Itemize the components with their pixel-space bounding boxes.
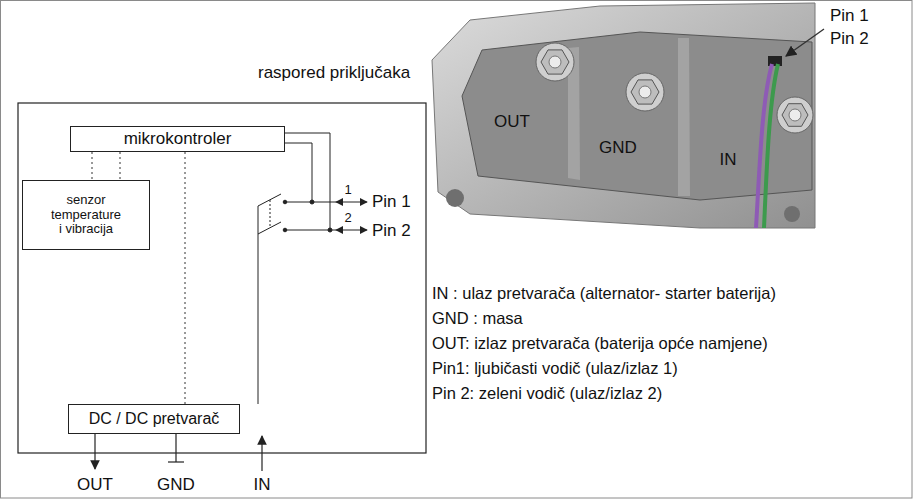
pin-pointer bbox=[786, 29, 824, 56]
connector-photo bbox=[432, 3, 815, 228]
connector-photo bbox=[789, 109, 801, 121]
pin-line bbox=[336, 202, 367, 203]
label-holder: IN : ulaz pretvarača (alternator- starte… bbox=[432, 284, 776, 303]
label-holder: GND bbox=[157, 475, 195, 495]
signal-line bbox=[185, 152, 186, 404]
section-heading: raspored priključaka bbox=[258, 63, 410, 83]
terminal-label: IN bbox=[720, 150, 737, 170]
power-terminal bbox=[175, 434, 176, 462]
pin-line bbox=[285, 202, 336, 203]
power-terminal bbox=[168, 461, 184, 462]
label-holder: 2 bbox=[344, 211, 351, 226]
signal-line bbox=[92, 152, 93, 180]
terminal-label: IN bbox=[254, 475, 271, 495]
power-terminal bbox=[94, 434, 95, 469]
switch-symbol bbox=[258, 206, 259, 404]
pin-pointer bbox=[786, 29, 824, 56]
pin-label: Pin 2 bbox=[830, 29, 869, 49]
pin-label: Pin 1 bbox=[372, 192, 411, 212]
device-housing bbox=[18, 103, 426, 453]
terminal-label: OUT bbox=[77, 475, 113, 495]
label-holder: raspored priključaka bbox=[258, 63, 410, 83]
signal-line bbox=[120, 152, 121, 180]
label-holder: Pin 2 bbox=[372, 221, 411, 241]
pin-line bbox=[285, 202, 367, 230]
label-holder: Pin1: ljubičasti vodič (ulaz/izlaz 1) bbox=[432, 359, 678, 378]
pin-label: Pin 1 bbox=[830, 6, 869, 26]
node-text: DC / DC pretvarač bbox=[89, 410, 220, 428]
connector-photo bbox=[639, 86, 651, 98]
pin-line bbox=[336, 230, 367, 231]
label-holder: OUT: izlaz pretvarača (baterija opće nam… bbox=[432, 334, 768, 353]
wire-number: 1 bbox=[344, 183, 351, 198]
label-holder: IN bbox=[720, 150, 737, 170]
power-terminal bbox=[95, 434, 262, 471]
switch-symbol bbox=[270, 200, 271, 228]
node-text: senzor temperature i vibracija bbox=[49, 193, 123, 238]
label-holder: OUT bbox=[77, 475, 113, 495]
label-holder: GND bbox=[599, 138, 637, 158]
terminal-label: GND bbox=[599, 138, 637, 158]
device-housing bbox=[18, 103, 426, 453]
connector-photo bbox=[536, 43, 574, 81]
switch-symbol bbox=[258, 194, 287, 404]
pin-line bbox=[285, 230, 336, 231]
converter-box: DC / DC pretvarač bbox=[68, 404, 240, 434]
connector-photo bbox=[764, 64, 778, 228]
label-holder: IN bbox=[254, 475, 271, 495]
node-text: mikrokontroler bbox=[124, 129, 232, 149]
connector-photo bbox=[777, 97, 813, 133]
switch-symbol bbox=[258, 222, 281, 234]
legend-note: Pin 2: zeleni vodič (ulaz/izlaz 2) bbox=[432, 384, 662, 403]
connector-photo bbox=[446, 189, 464, 207]
label-holder: Pin 1 bbox=[830, 6, 869, 26]
connector-photo bbox=[631, 80, 659, 104]
power-terminal bbox=[261, 436, 262, 471]
control-wire bbox=[285, 133, 330, 230]
microcontroller-box: mikrokontroler bbox=[70, 126, 285, 152]
pin-label: Pin 2 bbox=[372, 221, 411, 241]
connector-photo bbox=[626, 73, 664, 111]
legend-note: OUT: izlaz pretvarača (baterija opće nam… bbox=[432, 334, 768, 353]
label-holder: Pin 2: zeleni vodič (ulaz/izlaz 2) bbox=[432, 384, 662, 403]
legend-note: GND : masa bbox=[432, 309, 523, 328]
wire-number: 2 bbox=[344, 211, 351, 226]
label-holder: Pin 1 bbox=[372, 192, 411, 212]
label-holder: 1 bbox=[344, 183, 351, 198]
connector-photo bbox=[678, 38, 690, 196]
connector-photo bbox=[549, 56, 561, 68]
connector-photo bbox=[432, 3, 815, 228]
label-holder: GND : masa bbox=[432, 309, 523, 328]
terminal-label: GND bbox=[157, 475, 195, 495]
legend-note: IN : ulaz pretvarača (alternator- starte… bbox=[432, 284, 776, 303]
control-wire bbox=[285, 143, 312, 202]
terminal-label: OUT bbox=[494, 112, 530, 132]
label-holder: OUT bbox=[494, 112, 530, 132]
sensor-box: senzor temperature i vibracija bbox=[22, 180, 150, 250]
label-holder: Pin 2 bbox=[830, 29, 869, 49]
connector-photo bbox=[782, 104, 808, 127]
connector-photo bbox=[784, 206, 800, 222]
connector-photo bbox=[541, 50, 569, 74]
control-wire bbox=[285, 133, 332, 232]
legend-note: Pin1: ljubičasti vodič (ulaz/izlaz 1) bbox=[432, 359, 678, 378]
